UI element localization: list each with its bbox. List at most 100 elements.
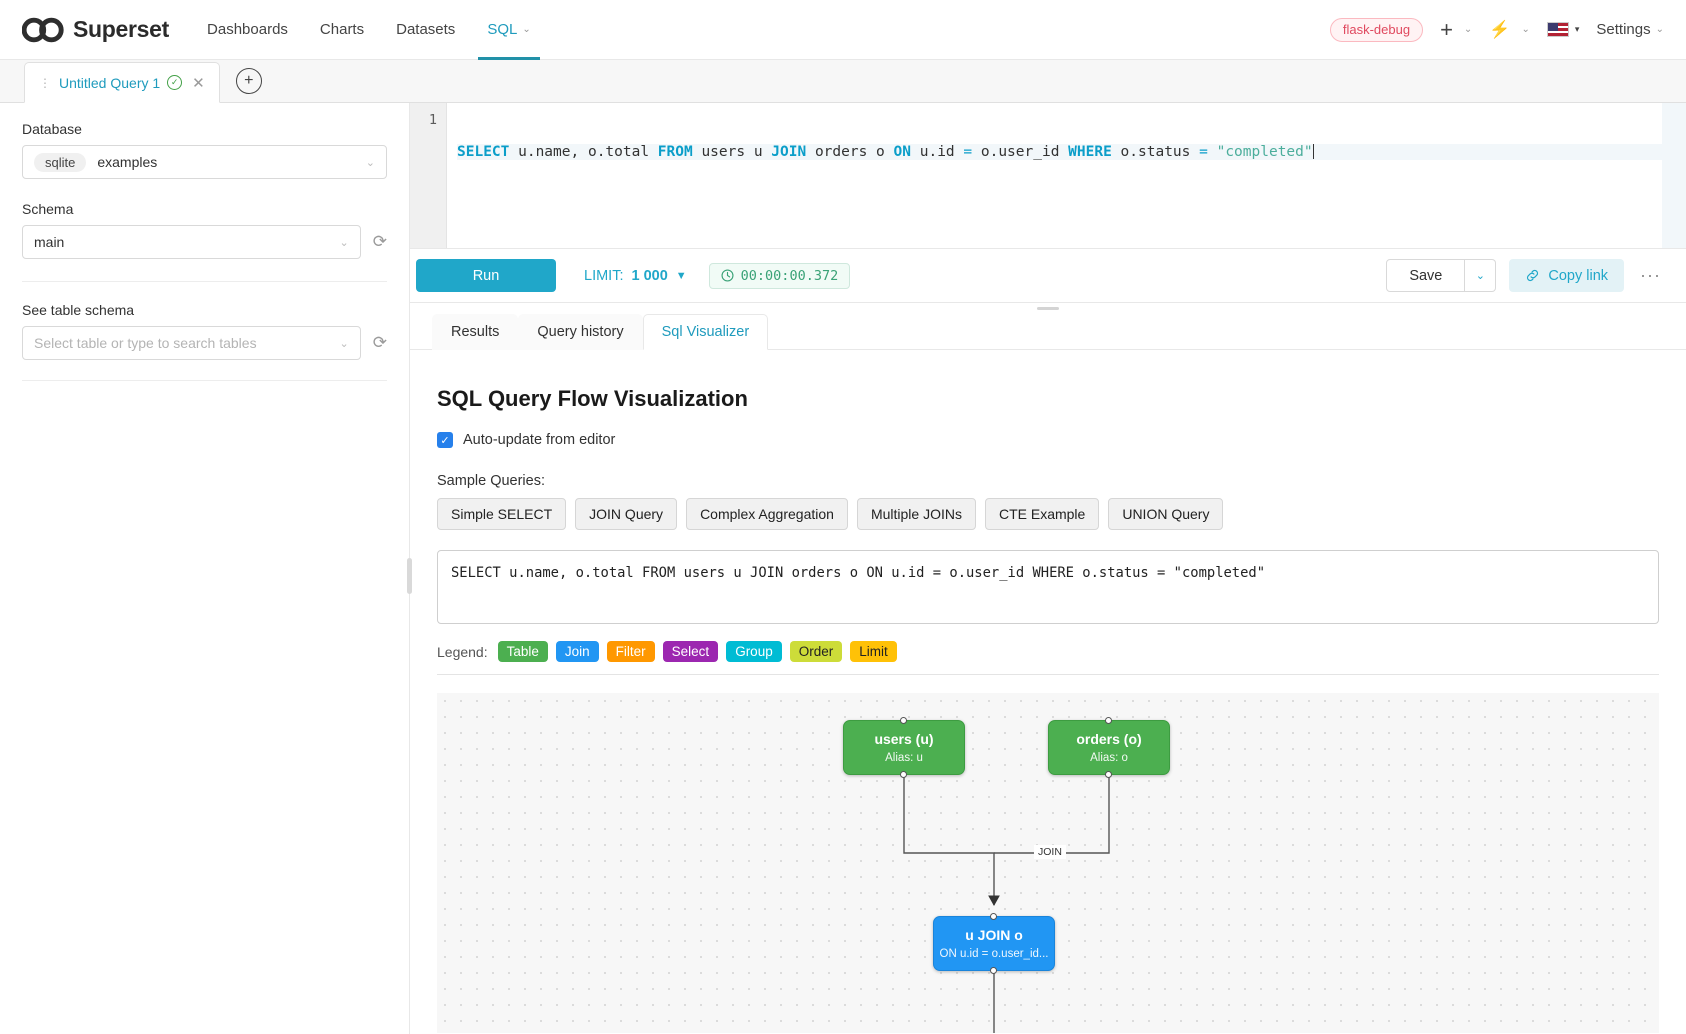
flask-debug-badge: flask-debug xyxy=(1329,17,1424,42)
node-port-top[interactable] xyxy=(899,717,907,724)
chevron-down-icon: ⌄ xyxy=(1655,24,1664,35)
node-port-top[interactable] xyxy=(1104,717,1112,724)
code-token: = xyxy=(1199,144,1208,160)
database-engine-pill: sqlite xyxy=(34,152,87,172)
code-token xyxy=(1208,144,1217,160)
sample-query-button-join-query[interactable]: JOIN Query xyxy=(575,498,678,530)
pane-splitter[interactable] xyxy=(410,303,1686,314)
copy-link-button[interactable]: Copy link xyxy=(1509,259,1625,292)
legend-chip-filter: Filter xyxy=(606,641,655,662)
node-title: u JOIN o xyxy=(965,927,1023,943)
limit-prefix: LIMIT: xyxy=(584,267,624,284)
save-dropdown-button[interactable]: ⌄ xyxy=(1465,259,1497,292)
run-button[interactable]: Run xyxy=(416,259,556,292)
code-token: o.status xyxy=(1111,144,1200,160)
tab-query-history[interactable]: Query history xyxy=(518,314,643,350)
splitter-grip xyxy=(1037,307,1059,310)
copy-link-label: Copy link xyxy=(1548,267,1609,284)
superset-brand[interactable]: Superset xyxy=(22,16,169,43)
code-token: orders o xyxy=(806,144,894,160)
add-tab-button[interactable]: + xyxy=(235,68,262,94)
table-row: Select table or type to search tables ⌄ … xyxy=(22,326,387,360)
sql-input-textarea[interactable] xyxy=(437,550,1659,624)
node-port-bottom[interactable] xyxy=(1104,771,1112,778)
sample-query-button-simple-select[interactable]: Simple SELECT xyxy=(437,498,567,530)
legend-chip-join: Join xyxy=(555,641,599,662)
visualizer-divider xyxy=(437,674,1659,675)
sql-ace-editor[interactable]: 1 SELECT u.name, o.total FROM users u JO… xyxy=(410,103,1686,248)
table-schema-label: See table schema xyxy=(22,302,135,318)
new-menu-button[interactable]: + ⌄ xyxy=(1440,18,1473,41)
language-selector[interactable]: ▾ xyxy=(1546,22,1580,37)
nav-datasets[interactable]: Datasets xyxy=(396,0,455,60)
sample-query-button-cte-example[interactable]: CTE Example xyxy=(984,498,1100,530)
editor-code-area[interactable]: SELECT u.name, o.total FROM users u JOIN… xyxy=(447,103,1662,248)
refresh-tables-icon[interactable]: ⟳ xyxy=(372,333,387,352)
nav-dashboards[interactable]: Dashboards xyxy=(207,0,288,60)
tab-sql-visualizer[interactable]: Sql Visualizer xyxy=(642,314,769,350)
nav-charts[interactable]: Charts xyxy=(320,0,364,60)
settings-menu[interactable]: Settings ⌄ xyxy=(1596,21,1664,38)
sql-editor-wrapper: 1 SELECT u.name, o.total FROM users u JO… xyxy=(410,103,1686,249)
legend-chip-table: Table xyxy=(497,641,548,662)
node-orders[interactable]: orders (o)Alias: o xyxy=(1048,717,1170,778)
sample-query-button-multiple-joins[interactable]: Multiple JOINs xyxy=(856,498,976,530)
auto-update-checkbox[interactable]: ✓ xyxy=(437,432,453,448)
more-options-icon[interactable]: ··· xyxy=(1640,265,1661,285)
sidebar-resize-handle[interactable] xyxy=(407,558,412,594)
tab-results[interactable]: Results xyxy=(432,314,519,350)
limit-value: 1 000 xyxy=(631,267,668,284)
tab-query-history-label: Query history xyxy=(537,324,624,340)
sample-query-button-complex-aggregation[interactable]: Complex Aggregation xyxy=(686,498,848,530)
nav-sql[interactable]: SQL ⌄ xyxy=(478,0,541,60)
save-button[interactable]: Save xyxy=(1386,259,1466,292)
caret-down-icon: ▾ xyxy=(1574,24,1580,34)
database-value: examples xyxy=(97,154,158,170)
sidebar-divider-bottom xyxy=(22,380,387,381)
editor-line-1: SELECT u.name, o.total FROM users u JOIN… xyxy=(457,144,1662,160)
query-tab-untitled-query-1[interactable]: ⋮ Untitled Query 1 ✓ ✕ xyxy=(24,62,220,103)
us-flag-icon xyxy=(1546,22,1569,37)
database-select[interactable]: sqlite examples ⌄ xyxy=(22,145,387,179)
chevron-down-icon: ⌄ xyxy=(522,24,531,35)
query-tab-label: Untitled Query 1 xyxy=(59,74,161,91)
database-label: Database xyxy=(22,121,82,137)
node-port-bottom[interactable] xyxy=(899,771,907,778)
left-sidebar: Database sqlite examples ⌄ Schema main ⌄… xyxy=(0,103,412,1034)
code-token: o.user_id xyxy=(972,144,1069,160)
main-area: Database sqlite examples ⌄ Schema main ⌄… xyxy=(0,103,1686,1034)
page-title: SQL Query Flow Visualization xyxy=(437,386,748,411)
code-token: ON xyxy=(893,144,911,160)
chevron-down-icon: ⌄ xyxy=(1463,24,1473,35)
refresh-schema-icon[interactable]: ⟳ xyxy=(372,232,387,251)
sql-visualizer-panel: SQL Query Flow Visualization ✓ Auto-upda… xyxy=(410,350,1686,1034)
auto-update-label: Auto-update from editor xyxy=(463,432,616,448)
timer-value: 00:00:00.372 xyxy=(740,267,839,284)
limit-dropdown[interactable]: LIMIT: 1 000 ▼ xyxy=(584,268,687,284)
close-icon[interactable]: ✕ xyxy=(192,74,205,92)
settings-label: Settings xyxy=(1596,21,1651,38)
nav-links: Dashboards Charts Datasets SQL ⌄ xyxy=(207,0,541,60)
code-token: = xyxy=(963,144,973,160)
bolt-menu-button[interactable]: ⚡ ⌄ xyxy=(1489,20,1530,40)
node-users[interactable]: users (u)Alias: u xyxy=(843,717,965,778)
node-port-top[interactable] xyxy=(989,913,997,920)
tab-results-label: Results xyxy=(451,324,500,340)
auto-update-row: ✓ Auto-update from editor xyxy=(437,432,1659,448)
code-token: JOIN xyxy=(771,144,807,160)
brand-name: Superset xyxy=(73,16,170,42)
sidebar-divider xyxy=(22,281,387,282)
chevron-down-icon: ⌄ xyxy=(365,156,375,169)
legend-chip-group: Group xyxy=(726,641,782,662)
node-title: users (u) xyxy=(874,731,934,747)
flow-edges xyxy=(903,775,1110,1033)
table-select[interactable]: Select table or type to search tables ⌄ xyxy=(22,326,361,360)
schema-row: main ⌄ ⟳ xyxy=(22,225,387,259)
legend-chip-order: Order xyxy=(789,641,843,662)
schema-select[interactable]: main ⌄ xyxy=(22,225,361,259)
node-port-bottom[interactable] xyxy=(989,967,997,974)
sample-query-button-union-query[interactable]: UNION Query xyxy=(1108,498,1224,530)
